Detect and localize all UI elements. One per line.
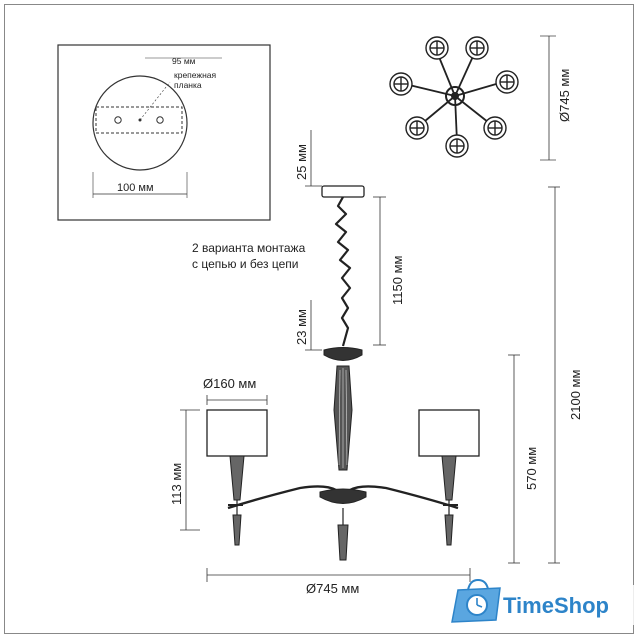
lamp-body-left — [229, 455, 245, 501]
brand-name: TimeShop — [503, 593, 609, 618]
center-pendant — [337, 524, 349, 561]
total-height-label: 2100 мм — [568, 370, 583, 420]
chain-length-label: 1150 мм — [390, 255, 405, 305]
mounting-inset: 95 мм крепежная планка 100 мм — [57, 44, 271, 221]
column-ribs — [338, 368, 348, 468]
upper-cup — [323, 347, 363, 361]
side-view — [206, 185, 480, 561]
mount-note-line2: с цепью и без цепи — [192, 257, 298, 271]
timeshop-watermark: TimeShop — [440, 578, 640, 625]
top-view-dimension: Ø745 мм — [540, 35, 572, 161]
plate-label-1: крепежная — [174, 70, 217, 80]
dimension-lines — [180, 130, 560, 582]
shade-height-label: 113 мм — [169, 463, 184, 505]
inset-box — [57, 44, 271, 221]
cup-height-label: 23 мм — [294, 309, 309, 345]
shade-diameter-label: Ø160 мм — [203, 376, 256, 391]
mounting-plate — [95, 106, 183, 134]
body-height-label: 570 мм — [524, 447, 539, 490]
top-diameter-label: Ø745 мм — [557, 69, 572, 122]
width-label: Ø745 мм — [306, 581, 359, 596]
top-shades — [389, 36, 519, 158]
shade-right — [418, 409, 480, 457]
drawing-frame — [4, 4, 634, 634]
drop-left — [232, 514, 242, 546]
mount-note-line1: 2 варианта монтажа — [192, 241, 306, 255]
suspension-chain — [334, 196, 352, 347]
canopy-gap-label: 25 мм — [294, 144, 309, 180]
lamp-body-right — [441, 455, 457, 501]
plate-width-label: 95 мм — [172, 56, 196, 66]
plate-leader — [139, 81, 171, 121]
ceiling-canopy — [321, 185, 365, 198]
shade-left — [206, 409, 268, 457]
base-diameter-label: 100 мм — [117, 182, 154, 194]
arm-left — [227, 485, 337, 510]
top-view — [389, 36, 519, 158]
bag-clock-icon — [451, 578, 501, 623]
base-circle — [92, 75, 188, 171]
lower-cup — [319, 488, 367, 504]
screw-hole-left — [114, 116, 122, 124]
top-arms — [404, 51, 504, 143]
screw-hole-right — [156, 116, 164, 124]
plate-label-2: планка — [174, 80, 202, 90]
drop-right — [444, 514, 454, 546]
arm-right — [349, 485, 459, 510]
